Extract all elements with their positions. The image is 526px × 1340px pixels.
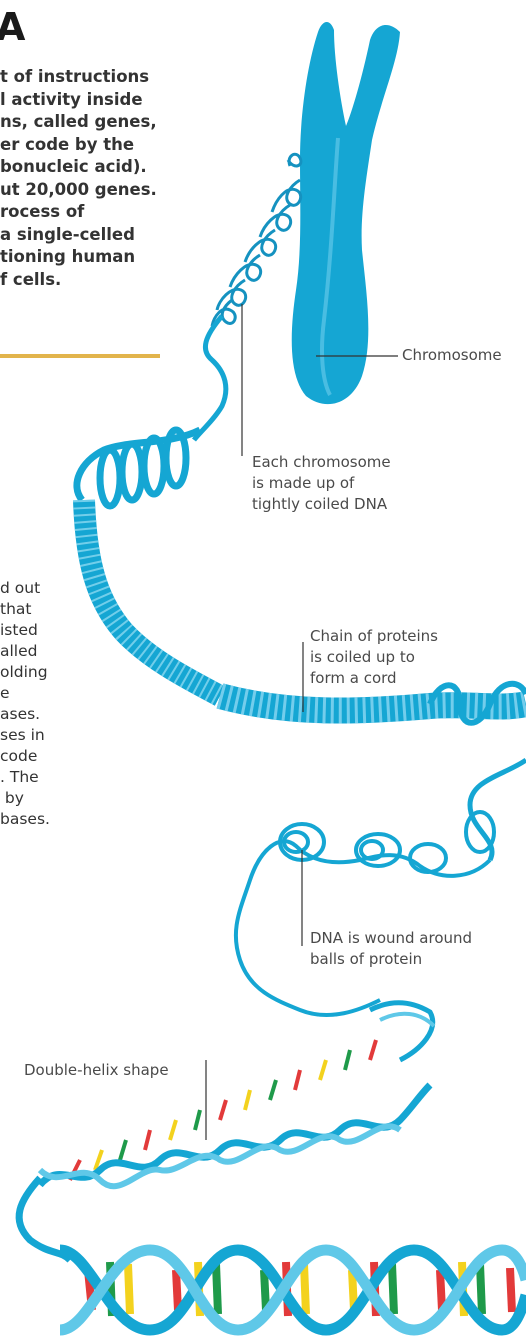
chain-of-proteins-cord <box>220 684 526 723</box>
coiled-dna-cluster <box>212 154 301 326</box>
thin-helix-segment <box>370 1003 434 1060</box>
intro-paragraph: t of instructions l activity inside ns, … <box>0 66 210 291</box>
label-coiled-dna: Each chromosome is made up of tightly co… <box>252 452 391 515</box>
chromosome-shape <box>292 22 400 404</box>
header-rule <box>0 354 160 358</box>
protein-coil-spring <box>77 430 200 506</box>
label-wound-dna: DNA is wound around balls of protein <box>310 928 472 970</box>
nucleosome-chain <box>236 812 494 1015</box>
side-paragraph: d out that isted alled olding e ases. se… <box>0 578 80 830</box>
label-protein-cord: Chain of proteins is coiled up to form a… <box>310 626 438 689</box>
label-chromosome: Chromosome <box>402 345 502 366</box>
label-double-helix: Double-helix shape <box>24 1060 169 1081</box>
page-title: A <box>0 0 25 62</box>
double-helix-large <box>60 1250 526 1330</box>
dna-strand <box>194 316 226 440</box>
dna-strand-return <box>470 760 526 860</box>
